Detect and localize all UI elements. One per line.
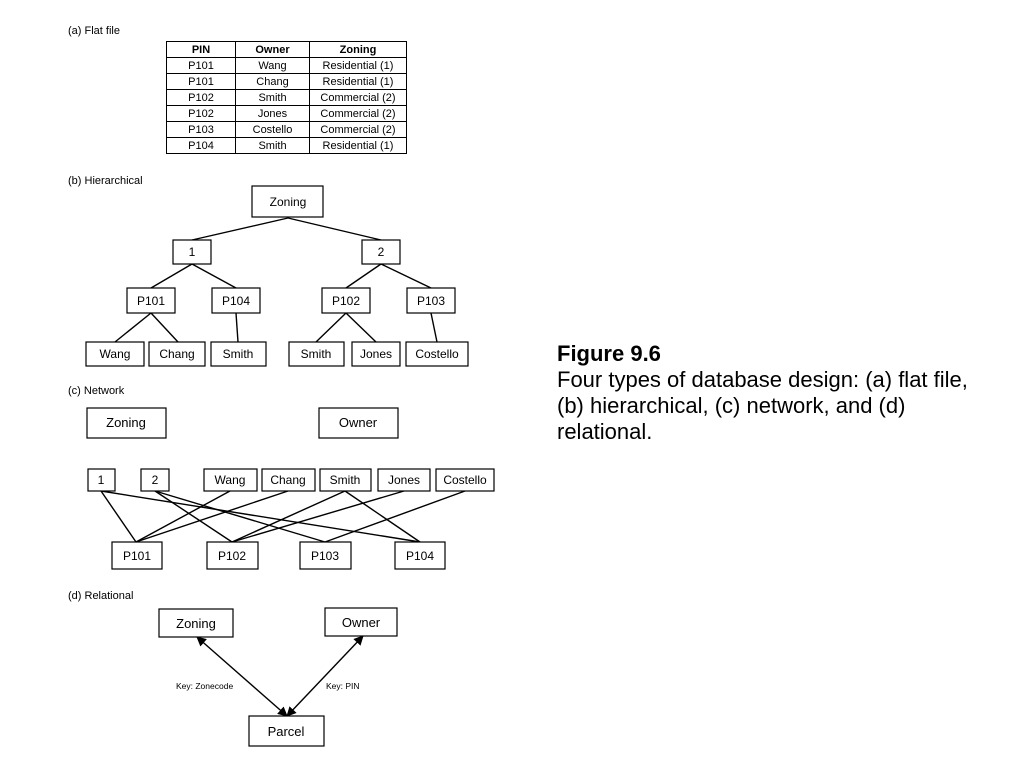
hier-node-jones: Jones: [351, 341, 401, 367]
figure-description: Four types of database design: (a) flat …: [557, 367, 968, 444]
key-zonecode-label: Key: Zonecode: [176, 681, 233, 691]
relational-label: (d) Relational: [68, 590, 134, 602]
zonecode-key-arrow: [196, 636, 288, 717]
svg-text:P104: P104: [222, 294, 250, 308]
hier-node-p101: P101: [126, 287, 176, 314]
hierarchical-diagram: Zoning 1 2 P101 P104 P102 P103 Wang: [85, 185, 469, 367]
svg-text:P101: P101: [137, 294, 165, 308]
network-node-chang: Chang: [261, 468, 316, 492]
hier-node-smith-2: Smith: [288, 341, 345, 367]
svg-text:1: 1: [98, 473, 105, 487]
relational-node-parcel: Parcel: [248, 715, 325, 747]
network-node-costello: Costello: [435, 468, 495, 492]
table-cell: P104: [166, 137, 236, 154]
svg-text:2: 2: [378, 245, 385, 259]
svg-text:Smith: Smith: [301, 347, 332, 361]
table-cell: Commercial (2): [309, 105, 407, 122]
svg-text:Wang: Wang: [100, 347, 131, 361]
table-header-row: PIN Owner Zoning: [166, 41, 407, 58]
hier-node-2: 2: [361, 239, 401, 265]
svg-text:P104: P104: [406, 549, 434, 563]
svg-text:P103: P103: [311, 549, 339, 563]
pin-key-arrow: [286, 635, 364, 717]
figure-title: Figure 9.6: [557, 341, 661, 366]
svg-text:Chang: Chang: [270, 473, 305, 487]
svg-text:Zoning: Zoning: [270, 195, 307, 209]
svg-text:Chang: Chang: [159, 347, 194, 361]
svg-text:P102: P102: [218, 549, 246, 563]
hier-node-zoning: Zoning: [251, 185, 324, 218]
table-cell: Residential (1): [309, 137, 407, 154]
table-cell: P103: [166, 121, 236, 138]
network-node-owner: Owner: [318, 407, 399, 439]
network-node-p101: P101: [111, 541, 163, 570]
hier-node-wang: Wang: [85, 341, 145, 367]
network-node-2: 2: [140, 468, 170, 492]
svg-text:Parcel: Parcel: [268, 724, 305, 739]
relational-node-owner: Owner: [324, 607, 398, 637]
svg-text:Wang: Wang: [215, 473, 246, 487]
flat-file-label: (a) Flat file: [68, 25, 120, 37]
svg-text:P101: P101: [123, 549, 151, 563]
figure-caption: Figure 9.6 Four types of database design…: [557, 341, 987, 445]
column-header: Zoning: [309, 41, 407, 58]
network-label: (c) Network: [68, 385, 125, 397]
svg-text:Owner: Owner: [339, 415, 378, 430]
svg-text:Smith: Smith: [330, 473, 361, 487]
relational-node-zoning: Zoning: [158, 608, 234, 638]
table-row: P102 Smith Commercial (2): [166, 89, 407, 106]
column-header: PIN: [166, 41, 236, 58]
hier-node-p102: P102: [321, 287, 371, 314]
network-node-p103: P103: [299, 541, 352, 570]
table-row: P103 Costello Commercial (2): [166, 121, 407, 138]
svg-text:Zoning: Zoning: [176, 616, 216, 631]
network-node-smith: Smith: [319, 468, 372, 492]
table-cell: Smith: [235, 137, 310, 154]
hier-node-p104: P104: [211, 287, 261, 314]
network-node-p102: P102: [206, 541, 259, 570]
svg-text:P103: P103: [417, 294, 445, 308]
network-node-1: 1: [87, 468, 116, 492]
hierarchical-label: (b) Hierarchical: [68, 175, 143, 187]
svg-text:1: 1: [189, 245, 196, 259]
network-node-zoning: Zoning: [86, 407, 167, 439]
hierarchy-connectors: [114, 217, 438, 343]
svg-text:P102: P102: [332, 294, 360, 308]
network-connectors: [100, 490, 466, 543]
network-node-p104: P104: [394, 541, 446, 570]
svg-text:Jones: Jones: [388, 473, 420, 487]
svg-text:Costello: Costello: [443, 473, 487, 487]
table-row: P104 Smith Residential (1): [166, 137, 407, 154]
svg-text:Owner: Owner: [342, 615, 381, 630]
hier-node-costello: Costello: [405, 341, 469, 367]
network-diagram: Zoning Owner 1 2 Wang: [86, 407, 495, 570]
table-cell: P101: [166, 73, 236, 90]
relational-diagram: Zoning Owner Parcel Key: Zonecode Key: P…: [158, 607, 398, 747]
hier-node-p103: P103: [406, 287, 456, 314]
svg-text:Zoning: Zoning: [106, 415, 146, 430]
table-cell: Residential (1): [309, 57, 407, 74]
svg-text:Jones: Jones: [360, 347, 392, 361]
network-node-wang: Wang: [203, 468, 258, 492]
flat-file-table: PIN Owner Zoning P101 Wang Residential (…: [166, 41, 407, 154]
svg-text:2: 2: [152, 473, 159, 487]
hier-node-1: 1: [172, 239, 212, 265]
svg-text:Costello: Costello: [415, 347, 459, 361]
network-node-jones: Jones: [377, 468, 431, 492]
key-pin-label: Key: PIN: [326, 681, 360, 691]
hier-node-chang: Chang: [148, 341, 206, 367]
svg-text:Smith: Smith: [223, 347, 254, 361]
hier-node-smith-1: Smith: [210, 341, 267, 367]
